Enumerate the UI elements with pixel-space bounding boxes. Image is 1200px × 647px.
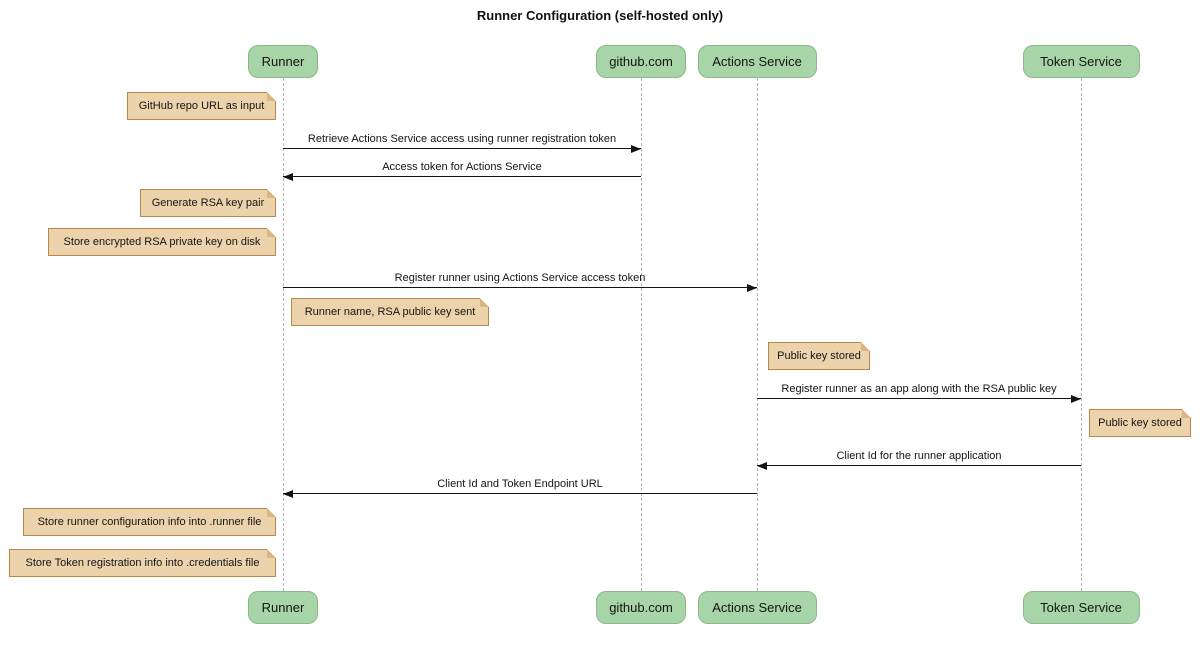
note-label: GitHub repo URL as input xyxy=(138,100,265,112)
note-github-repo-url-as-input: GitHub repo URL as input xyxy=(127,92,276,120)
participant-github-com-bottom: github.com xyxy=(596,591,686,624)
lifeline-github-com xyxy=(641,78,642,591)
participant-token-service-bottom: Token Service xyxy=(1022,591,1140,624)
note-runner-name-rsa-public-key-sent: Runner name, RSA public key sent xyxy=(291,298,489,326)
participant-actions-service-top: Actions Service xyxy=(697,45,817,78)
message-line xyxy=(283,493,757,494)
message-label: Client Id for the runner application xyxy=(836,450,1002,462)
arrowhead-icon xyxy=(283,173,293,181)
message-label: Register runner using Actions Service ac… xyxy=(394,272,646,284)
message-register-runner-as-app: Register runner as an app along with the… xyxy=(757,382,1081,403)
note-public-key-stored-actions-service: Public key stored xyxy=(768,342,870,370)
participant-label: github.com xyxy=(609,600,673,615)
participant-label: Actions Service xyxy=(712,600,802,615)
lifeline-runner xyxy=(283,78,284,591)
note-generate-rsa-key-pair: Generate RSA key pair xyxy=(140,189,276,217)
message-line xyxy=(757,465,1081,466)
note-label: Store encrypted RSA private key on disk xyxy=(63,236,261,248)
message-label: Retrieve Actions Service access using ru… xyxy=(307,133,617,145)
message-access-token-for-actions-service: Access token for Actions Service xyxy=(283,160,641,181)
note-store-runner-configuration: Store runner configuration info into .ru… xyxy=(23,508,276,536)
note-label: Public key stored xyxy=(1098,417,1182,429)
participant-runner-bottom: Runner xyxy=(248,591,318,624)
participant-label: Runner xyxy=(261,600,305,615)
note-label: Runner name, RSA public key sent xyxy=(304,306,476,318)
message-line xyxy=(283,148,641,149)
participant-label: Actions Service xyxy=(712,54,802,69)
message-client-id-and-token-endpoint-url: Client Id and Token Endpoint URL xyxy=(283,477,757,498)
participant-label: github.com xyxy=(609,54,673,69)
message-label: Access token for Actions Service xyxy=(382,161,542,173)
participant-label: Token Service xyxy=(1040,600,1122,615)
message-line xyxy=(757,398,1081,399)
arrowhead-icon xyxy=(1071,395,1081,403)
note-label: Store runner configuration info into .ru… xyxy=(37,516,262,528)
note-store-encrypted-rsa-private-key: Store encrypted RSA private key on disk xyxy=(48,228,276,256)
participant-runner-top: Runner xyxy=(248,45,318,78)
message-line xyxy=(283,176,641,177)
arrowhead-icon xyxy=(747,284,757,292)
message-register-runner: Register runner using Actions Service ac… xyxy=(283,271,757,292)
message-retrieve-actions-service-access: Retrieve Actions Service access using ru… xyxy=(283,132,641,153)
arrowhead-icon xyxy=(757,462,767,470)
participant-github-com-top: github.com xyxy=(596,45,686,78)
message-client-id-for-runner-application: Client Id for the runner application xyxy=(757,449,1081,470)
arrowhead-icon xyxy=(283,490,293,498)
arrowhead-icon xyxy=(631,145,641,153)
participant-label: Token Service xyxy=(1040,54,1122,69)
message-label: Client Id and Token Endpoint URL xyxy=(437,478,603,490)
diagram-title: Runner Configuration (self-hosted only) xyxy=(476,8,724,23)
message-line xyxy=(283,287,757,288)
note-label: Generate RSA key pair xyxy=(151,197,265,209)
note-public-key-stored-token-service: Public key stored xyxy=(1089,409,1191,437)
participant-actions-service-bottom: Actions Service xyxy=(697,591,817,624)
note-store-token-registration: Store Token registration info into .cred… xyxy=(9,549,276,577)
lifeline-actions-service xyxy=(757,78,758,591)
lifeline-token-service xyxy=(1081,78,1082,591)
participant-label: Runner xyxy=(261,54,305,69)
participant-token-service-top: Token Service xyxy=(1022,45,1140,78)
message-label: Register runner as an app along with the… xyxy=(781,383,1057,395)
note-label: Public key stored xyxy=(777,350,861,362)
note-label: Store Token registration info into .cred… xyxy=(25,557,260,569)
